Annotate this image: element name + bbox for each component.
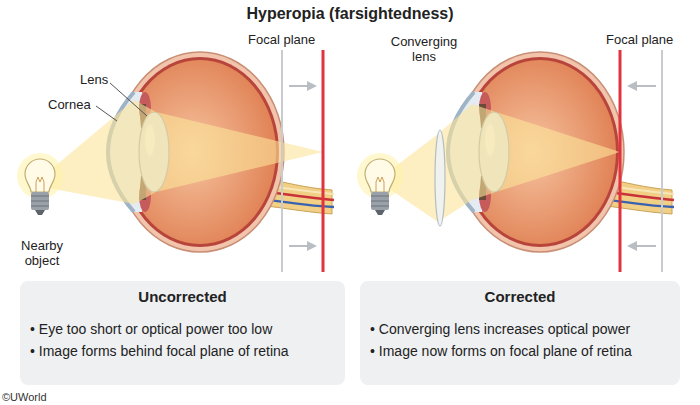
bullet-point: • Converging lens increases optical powe… (370, 318, 670, 340)
focal-plane-line (322, 50, 325, 272)
panel-heading: Corrected (370, 288, 670, 306)
shift-arrow (289, 245, 315, 247)
part-label: Nearby object (10, 238, 74, 268)
leader-line (96, 106, 117, 121)
focal-plane-line (619, 50, 622, 272)
part-label: Cornea (48, 97, 91, 112)
panel-heading: Uncorrected (30, 288, 335, 306)
shift-arrow (629, 85, 656, 87)
part-label: Lens (80, 72, 108, 87)
shift-arrow (289, 85, 315, 87)
light-bulb (17, 153, 63, 215)
part-label: Focal plane (606, 32, 673, 47)
light-bulb (357, 153, 403, 215)
diagram-title: Hyperopia (farsightedness) (0, 5, 700, 23)
caption-panel: Corrected • Converging lens increases opt… (360, 281, 680, 385)
shift-arrow (629, 245, 656, 247)
light-beam (388, 104, 620, 222)
focal-plane-line (661, 50, 663, 272)
bullet-point: • Image forms behind focal plane of reti… (30, 340, 335, 362)
bullet-point: • Image now forms on focal plane of reti… (370, 340, 670, 362)
part-label: Converging lens (384, 34, 464, 64)
bullet-point: • Eye too short or optical power too low (30, 318, 335, 340)
leader-line (110, 83, 147, 116)
converging-lens (435, 130, 445, 226)
part-label: Focal plane (248, 32, 315, 47)
caption-panel: Uncorrected • Eye too short or optical po… (20, 281, 345, 385)
focal-plane-line (281, 50, 283, 272)
copyright-note: ©UWorld (2, 390, 47, 405)
